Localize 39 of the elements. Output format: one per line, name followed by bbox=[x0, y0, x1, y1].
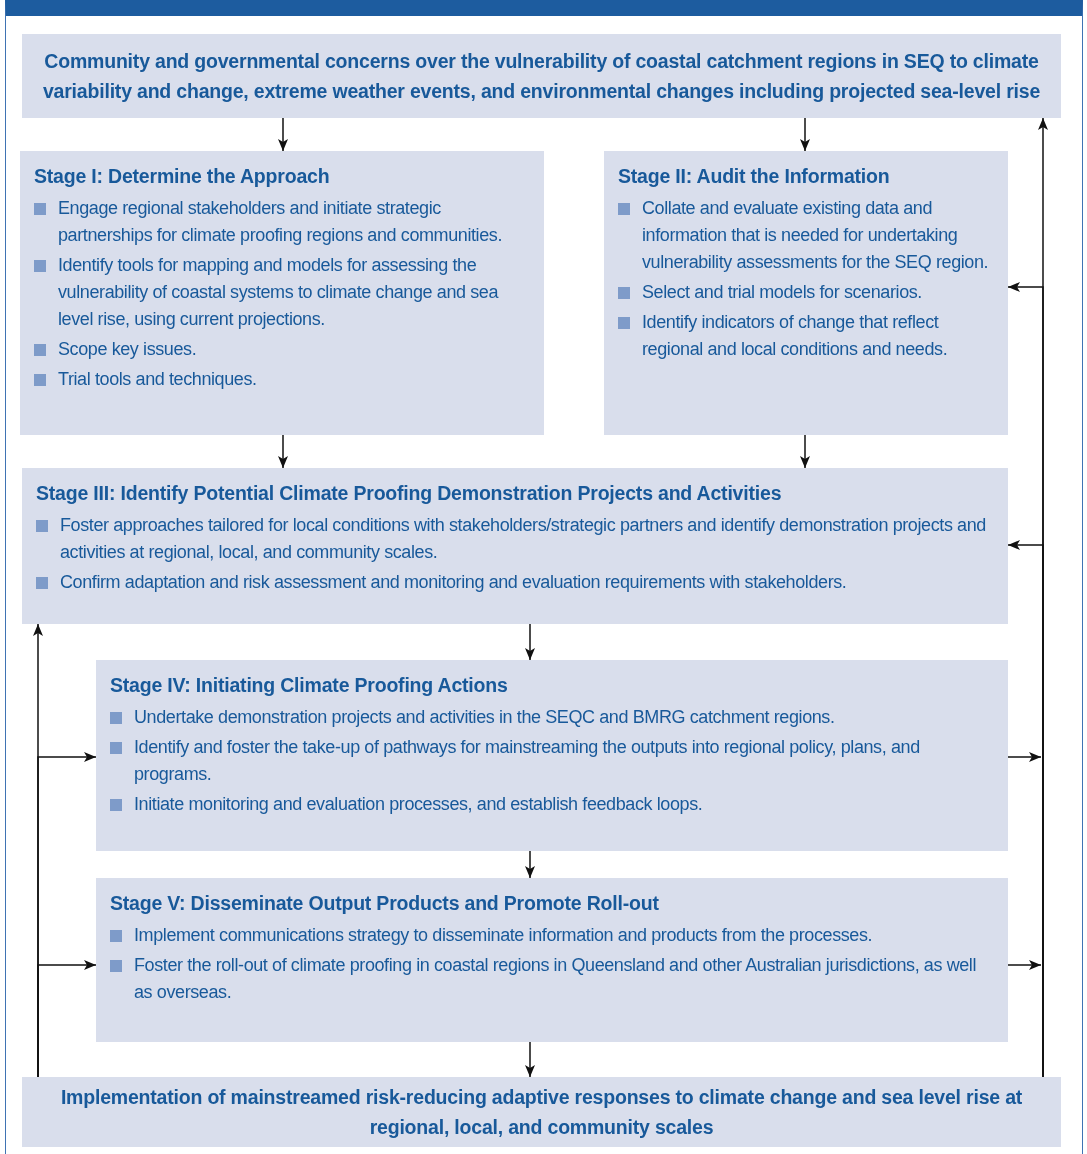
bullet-item: Identify tools for mapping and models for assessing the vulnerability of coastal systems to climate change and sea level rise, using current projections. bbox=[34, 252, 530, 333]
arrow bbox=[37, 960, 97, 1078]
bullet-item: Scope key issues. bbox=[34, 336, 530, 363]
bullet-item: Implement communications strategy to disseminate information and products from the processes. bbox=[110, 922, 994, 949]
bullet-item: Collate and evaluate existing data and information that is needed for undertaking vulnerability assessments for the SEQ region. bbox=[618, 195, 994, 276]
arrow bbox=[525, 1041, 535, 1078]
arrow bbox=[525, 850, 535, 879]
bullet-item: Engage regional stakeholders and initiate strategic partnerships for climate proofing regions and communities. bbox=[34, 195, 530, 249]
statement-text: Community and governmental concerns over the vulnerability of coastal catchment regions in SEQ to climate variability and change, extreme weather events, and environmental changes including projected sea-level rise bbox=[41, 49, 1042, 104]
bullet-item: Select and trial models for scenarios. bbox=[618, 279, 994, 306]
arrow bbox=[800, 434, 810, 469]
stage-box bbox=[96, 660, 1008, 851]
bullet-item: Trial tools and techniques. bbox=[34, 366, 530, 393]
bullet-item: Identify and foster the take-up of pathways for mainstreaming the outputs into regional policy, plans, and programs. bbox=[110, 734, 994, 788]
stage-heading: Stage IV: Initiating Climate Proofing Actions bbox=[110, 673, 509, 698]
arrow bbox=[278, 117, 288, 152]
stage-heading: Stage III: Identify Potential Climate Proofing Demonstration Projects and Activities bbox=[36, 481, 783, 506]
bullet-item: Confirm adaptation and risk assessment and monitoring and evaluation requirements with stakeholders. bbox=[36, 569, 994, 596]
bullet-item: Foster approaches tailored for local conditions with stakeholders/strategic partners and identify demonstration projects and activities at regional, local, and community scales. bbox=[36, 512, 994, 566]
arrow bbox=[1007, 752, 1042, 762]
stage-box bbox=[20, 151, 544, 435]
stage-heading: Stage I: Determine the Approach bbox=[34, 164, 331, 189]
stage-heading: Stage II: Audit the Information bbox=[618, 164, 891, 189]
arrow bbox=[800, 117, 810, 152]
arrow bbox=[1007, 960, 1042, 970]
bullet-item: Initiate monitoring and evaluation processes, and establish feedback loops. bbox=[110, 791, 994, 818]
stage-box bbox=[96, 878, 1008, 1042]
stage-box bbox=[604, 151, 1008, 435]
arrow bbox=[1007, 540, 1044, 1078]
stage-box bbox=[22, 468, 1008, 624]
statement-box bbox=[22, 1077, 1061, 1147]
arrow bbox=[278, 434, 288, 469]
statement-text: Implementation of mainstreamed risk-reducing adaptive responses to climate change and sea level rise at regional, local, and community scales bbox=[59, 1085, 1024, 1140]
bullet-item: Undertake demonstration projects and activities in the SEQC and BMRG catchment regions. bbox=[110, 704, 994, 731]
stage-heading: Stage V: Disseminate Output Products and Promote Roll-out bbox=[110, 891, 660, 916]
arrow bbox=[525, 623, 535, 661]
bullet-item: Foster the roll-out of climate proofing in coastal regions in Queensland and other Australian jurisdictions, as well as overseas. bbox=[110, 952, 994, 1006]
bullet-item: Identify indicators of change that reflect regional and local conditions and needs. bbox=[618, 309, 994, 363]
statement-box bbox=[22, 34, 1061, 118]
